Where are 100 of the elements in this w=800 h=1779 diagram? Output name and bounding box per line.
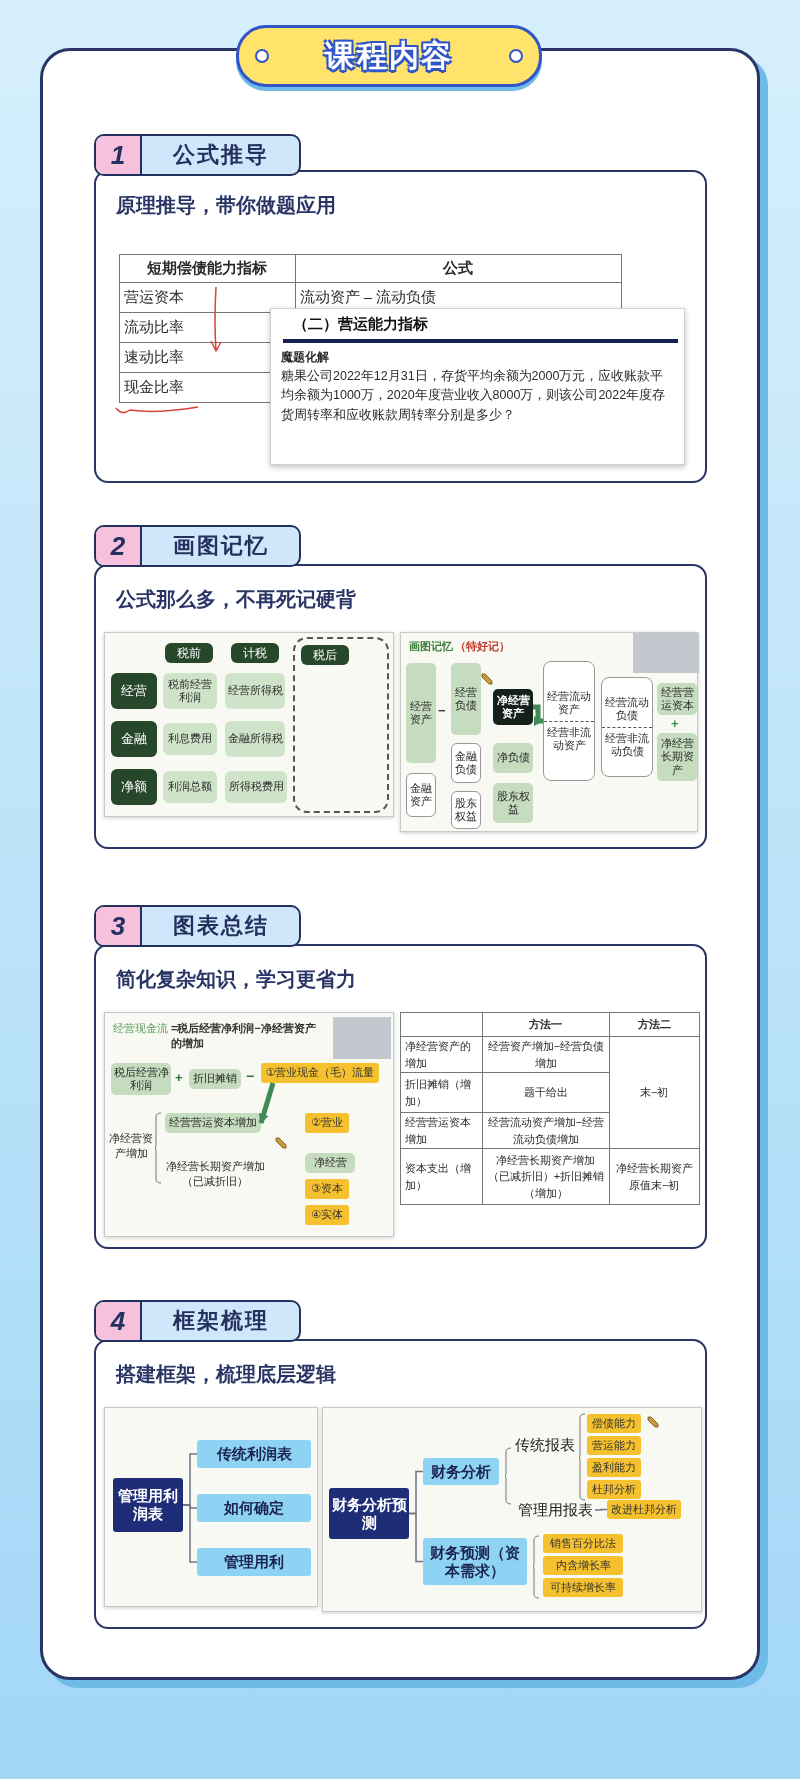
table-text: 经营营运资本增加 bbox=[405, 1116, 471, 1145]
term-box: 利息费用 bbox=[163, 723, 217, 755]
slide-title: （特好记） bbox=[455, 639, 510, 654]
branch-box: 传统利润表 bbox=[197, 1440, 311, 1468]
branch-text: 管理用报表 bbox=[515, 1500, 595, 1520]
split-box bbox=[601, 677, 653, 777]
dashed-outline bbox=[293, 637, 389, 813]
section-tab bbox=[94, 525, 301, 567]
topic-box: 财务分析预测 bbox=[329, 1488, 409, 1539]
slide-screenshot bbox=[322, 1407, 702, 1612]
connector-line bbox=[408, 1512, 424, 1563]
category-box: 税后 bbox=[301, 645, 349, 665]
term-text: 净经营长期资产增加（已减折旧） bbox=[164, 1159, 266, 1189]
tag-label: 营运能力 bbox=[587, 1436, 641, 1455]
term-box: 净经营 bbox=[305, 1153, 355, 1173]
section-card bbox=[94, 944, 707, 1249]
category-box: 经营 bbox=[111, 673, 157, 709]
section-card bbox=[94, 1339, 707, 1629]
category-box: 计税 bbox=[231, 643, 279, 663]
term-box: 股东权益 bbox=[451, 791, 481, 829]
term-box: 经营负债 bbox=[451, 663, 481, 735]
term-box: 股东权益 bbox=[493, 783, 533, 823]
term-text: 净经营资产增加 bbox=[108, 1131, 154, 1161]
tag-label: 改进杜邦分析 bbox=[607, 1500, 681, 1519]
table-text: 经营资产增加−经营负债增加 bbox=[487, 1040, 605, 1069]
term-box: 折旧摊销 bbox=[189, 1069, 241, 1089]
branch-box: 财务分析 bbox=[423, 1458, 499, 1485]
term-box: 利润总额 bbox=[163, 771, 217, 803]
term-box: 经营营运资本 bbox=[657, 683, 697, 715]
table-text: 资本支出（增加） bbox=[405, 1162, 471, 1191]
split-box bbox=[543, 661, 595, 781]
section-tab bbox=[94, 134, 301, 176]
section-card bbox=[94, 564, 707, 849]
slide-screenshot bbox=[104, 1012, 394, 1237]
term-box: 经营所得税 bbox=[225, 673, 285, 709]
question-text: 糖果公司2022年12月31日，存货平均余额为2000万元，应收账款平均余额为1000万，2020年度营业收入8000万，则该公司2022年度存货周转率和应收账款周转率分别是多少？ bbox=[281, 368, 667, 424]
section-title: 公式推导 bbox=[171, 141, 270, 169]
term-box: 净经营长期资产 bbox=[657, 733, 697, 781]
table-text: 速动比率 bbox=[124, 348, 184, 366]
slide-screenshot bbox=[400, 632, 698, 832]
term-text: 经营非流动资产 bbox=[544, 720, 594, 756]
table-text: 营运资本 bbox=[124, 288, 184, 306]
table-text: 方法一 bbox=[529, 1018, 563, 1031]
operator-sign: − bbox=[246, 1068, 255, 1084]
tag-label: 盈利能力 bbox=[587, 1458, 641, 1477]
term-box: 净负债 bbox=[493, 743, 533, 773]
tag-label: ①营业现金（毛）流量 bbox=[261, 1063, 379, 1083]
term-box: 税后经营净利润 bbox=[111, 1063, 171, 1095]
branch-box: 管理用利 bbox=[197, 1548, 311, 1576]
table-text: 净经营长期资产原值末−初 bbox=[615, 1162, 693, 1191]
category-box: 金融 bbox=[111, 721, 157, 757]
section-number: 2 bbox=[96, 527, 142, 565]
connector-line bbox=[182, 1504, 198, 1563]
term-box: 所得税费用 bbox=[225, 771, 287, 803]
tag-label: 销售百分比法 bbox=[543, 1534, 623, 1553]
tag-label: ②营业 bbox=[305, 1113, 349, 1133]
highlight-box: 净经营资产 bbox=[493, 689, 533, 725]
section-number: 1 bbox=[96, 136, 142, 174]
section-title: 图表总结 bbox=[171, 912, 270, 940]
tag-label: ③资本 bbox=[305, 1179, 349, 1199]
term-text: 经营流动资产 bbox=[546, 689, 592, 718]
section-title: 画图记忆 bbox=[171, 532, 270, 560]
term-text: 传统报表 bbox=[515, 1436, 575, 1455]
term-text: 经营非流动负债 bbox=[602, 726, 652, 762]
table-text: 现金比率 bbox=[124, 378, 184, 396]
banner-title: 课程内容 bbox=[325, 37, 453, 74]
section-tab bbox=[94, 1300, 301, 1342]
operator-sign: + bbox=[671, 716, 679, 731]
tag-label: 内含增长率 bbox=[543, 1556, 623, 1575]
slide-title: =税后经营净利润−净经营资产的增加 bbox=[171, 1021, 317, 1051]
section-number: 4 bbox=[96, 1302, 142, 1340]
section-card bbox=[94, 170, 707, 483]
arrow bbox=[258, 1082, 276, 1124]
term-box: 经营资产 bbox=[406, 663, 436, 763]
slide-title: 经营现金流 bbox=[113, 1021, 168, 1036]
table-text: 短期偿债能力指标 bbox=[147, 259, 268, 277]
arrow bbox=[533, 704, 544, 726]
slide-title: 画图记忆 bbox=[409, 639, 453, 654]
subtitle: 简化复杂知识，学习更省力 bbox=[116, 967, 356, 992]
table-text: 末−初 bbox=[640, 1086, 669, 1099]
tag-label: ④实体 bbox=[305, 1205, 349, 1225]
category-box: 税前 bbox=[165, 643, 213, 663]
slide-screenshot bbox=[104, 632, 394, 817]
tag-label: 杜邦分析 bbox=[587, 1480, 641, 1499]
term-box: 经营营运资本增加 bbox=[165, 1113, 261, 1133]
operator-sign: + bbox=[175, 1070, 183, 1085]
subtitle: 公式那么多，不再死记硬背 bbox=[116, 587, 356, 612]
question-label: 魔题化解 bbox=[281, 349, 329, 366]
branch-box: 如何确定 bbox=[197, 1494, 311, 1522]
table-text: 折旧摊销（增加） bbox=[405, 1078, 471, 1107]
table-text: 经营流动资产增加−经营流动负债增加 bbox=[487, 1116, 605, 1145]
connector-line bbox=[594, 1508, 608, 1511]
table-text: 题干给出 bbox=[523, 1086, 568, 1099]
question-card bbox=[270, 308, 685, 465]
table-text: 净经营长期资产增加（已减折旧）+折旧摊销（增加） bbox=[487, 1153, 605, 1199]
section-number: 3 bbox=[96, 907, 142, 945]
slide-screenshot bbox=[104, 1407, 318, 1607]
subtitle: 原理推导，带你做题应用 bbox=[116, 193, 336, 218]
branch-box: 财务预测（资本需求） bbox=[423, 1538, 527, 1585]
section-tab bbox=[94, 905, 301, 947]
